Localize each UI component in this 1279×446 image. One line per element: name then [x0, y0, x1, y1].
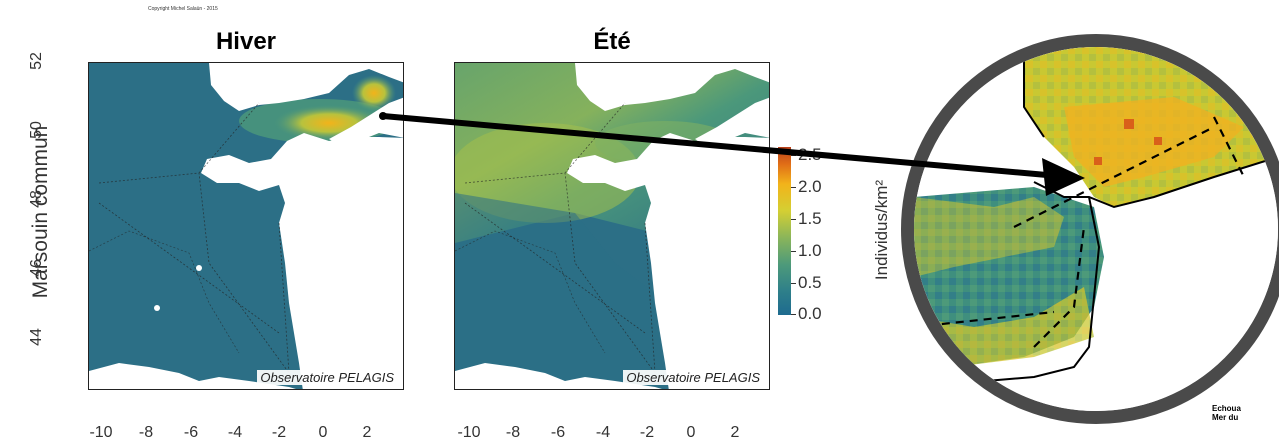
x-tick-summer-m2: -2	[639, 424, 655, 441]
map-panel-winter: Observatoire PELAGIS	[88, 62, 404, 390]
x-tick-summer-m10: -10	[457, 424, 481, 441]
x-tick-summer-m4: -4	[595, 424, 611, 441]
x-tick-summer-0: 0	[686, 424, 696, 441]
x-tick-winter-m10: -10	[89, 424, 113, 441]
x-tick-summer-m6: -6	[550, 424, 566, 441]
colorbar-tick-line	[791, 187, 796, 188]
panel-title-winter: Hiver	[215, 28, 277, 55]
x-tick-winter-0: 0	[318, 424, 328, 441]
colorbar-tick-line	[791, 314, 796, 315]
colorbar-tick-0-0: 0.0	[798, 304, 822, 323]
footer-line-1: Echoua	[1212, 404, 1241, 413]
copyright-text: Copyright Michel Salaün - 2015	[148, 6, 218, 12]
panel-title-summer: Été	[593, 28, 631, 55]
footer-caption: Echoua Mer du	[1212, 404, 1241, 422]
colorbar	[778, 147, 791, 315]
colorbar-tick-1-5: 1.5	[798, 209, 822, 228]
x-tick-winter-m6: -6	[183, 424, 199, 441]
colorbar-tick-line	[791, 219, 796, 220]
x-tick-winter-m2: -2	[271, 424, 287, 441]
zoom-inset	[901, 34, 1279, 424]
colorbar-tick-line	[791, 283, 796, 284]
colorbar-tick-2-0: 2.0	[798, 177, 822, 196]
colorbar-tick-1-0: 1.0	[798, 241, 822, 260]
colorbar-tick-0-5: 0.5	[798, 273, 822, 292]
x-tick-summer-m8: -8	[505, 424, 521, 441]
x-tick-winter-2: 2	[362, 424, 372, 441]
x-tick-winter-m4: -4	[227, 424, 243, 441]
source-label-winter: Observatoire PELAGIS	[257, 370, 397, 385]
map-panel-summer: Observatoire PELAGIS	[454, 62, 770, 390]
footer-line-2: Mer du	[1212, 413, 1239, 422]
winter-map-graphic	[89, 63, 403, 389]
x-tick-summer-2: 2	[730, 424, 740, 441]
colorbar-tick-line	[791, 251, 796, 252]
summer-map-graphic	[455, 63, 769, 389]
zoom-map-graphic	[914, 47, 1278, 411]
source-label-summer: Observatoire PELAGIS	[623, 370, 763, 385]
x-tick-winter-m8: -8	[138, 424, 154, 441]
